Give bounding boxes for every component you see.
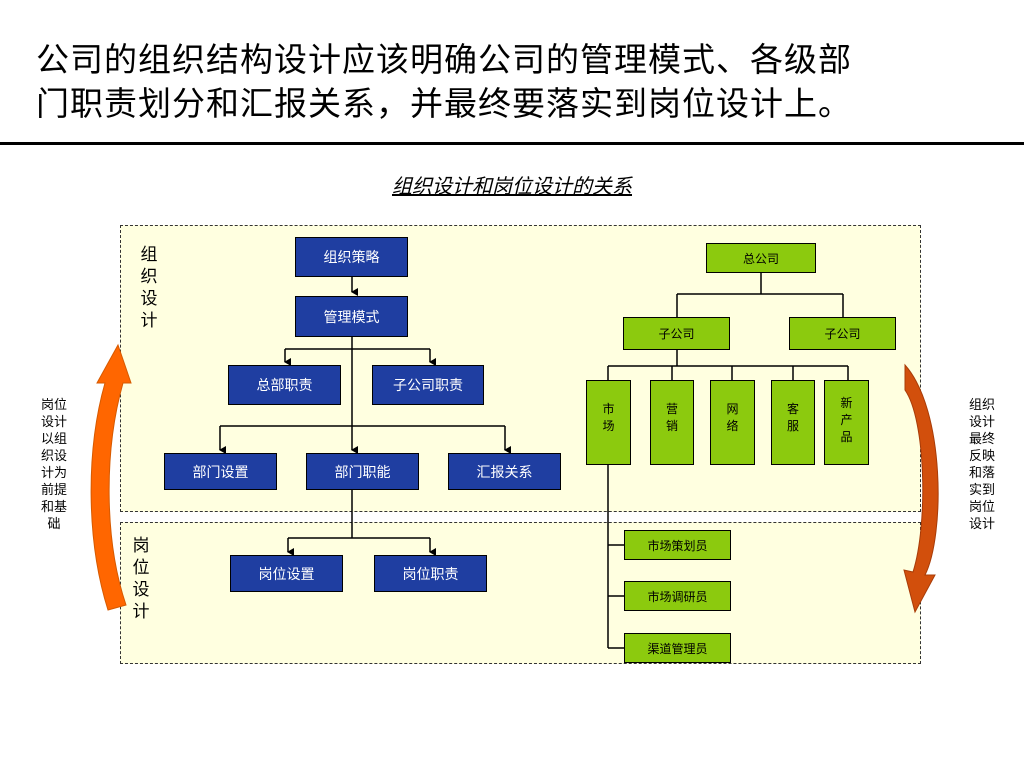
dept-setup-box: 部门设置 xyxy=(164,453,277,490)
post-duty-box: 岗位职责 xyxy=(374,555,487,592)
sub-duty-box: 子公司职责 xyxy=(372,365,484,405)
head-company-box: 总公司 xyxy=(706,243,816,273)
page-title: 公司的组织结构设计应该明确公司的管理模式、各级部 门职责划分和汇报关系，并最终要… xyxy=(36,38,996,126)
right-curved-arrow xyxy=(903,363,939,614)
dept-box-network: 网 络 xyxy=(710,380,755,465)
left-side-note: 岗位 设计 以组 织设 计为 前提 和基 础 xyxy=(40,398,67,532)
title-line-2: 门职责划分和汇报关系，并最终要落实到岗位设计上。 xyxy=(36,84,852,123)
dept-function-box: 部门职能 xyxy=(306,453,419,490)
title-divider xyxy=(0,142,1024,145)
post-box-channel-manager: 渠道管理员 xyxy=(624,633,731,663)
hq-duty-box: 总部职责 xyxy=(228,365,341,405)
subsidiary-box-2: 子公司 xyxy=(789,317,896,350)
post-design-label: 岗 位 设 计 xyxy=(132,536,150,622)
mgmt-mode-box: 管理模式 xyxy=(295,296,408,337)
org-design-label: 组 织 设 计 xyxy=(140,245,158,331)
org-strategy-box: 组织策略 xyxy=(295,237,408,277)
right-side-note: 组织 设计 最终 反映 和落 实到 岗位 设计 xyxy=(968,398,995,532)
post-box-researcher: 市场调研员 xyxy=(624,581,731,611)
post-setup-box: 岗位设置 xyxy=(230,555,343,592)
post-design-region xyxy=(120,522,921,664)
dept-box-new-product: 新 产 品 xyxy=(824,380,869,465)
dept-box-service: 客 服 xyxy=(771,380,815,465)
diagram-subtitle: 组织设计和岗位设计的关系 xyxy=(392,174,632,198)
post-box-planner: 市场策划员 xyxy=(624,530,731,560)
title-line-1: 公司的组织结构设计应该明确公司的管理模式、各级部 xyxy=(36,40,852,79)
subsidiary-box-1: 子公司 xyxy=(623,317,730,350)
dept-box-market: 市 场 xyxy=(586,380,631,465)
dept-box-sales: 营 销 xyxy=(650,380,694,465)
left-curved-arrow xyxy=(90,343,132,611)
report-relation-box: 汇报关系 xyxy=(448,453,561,490)
